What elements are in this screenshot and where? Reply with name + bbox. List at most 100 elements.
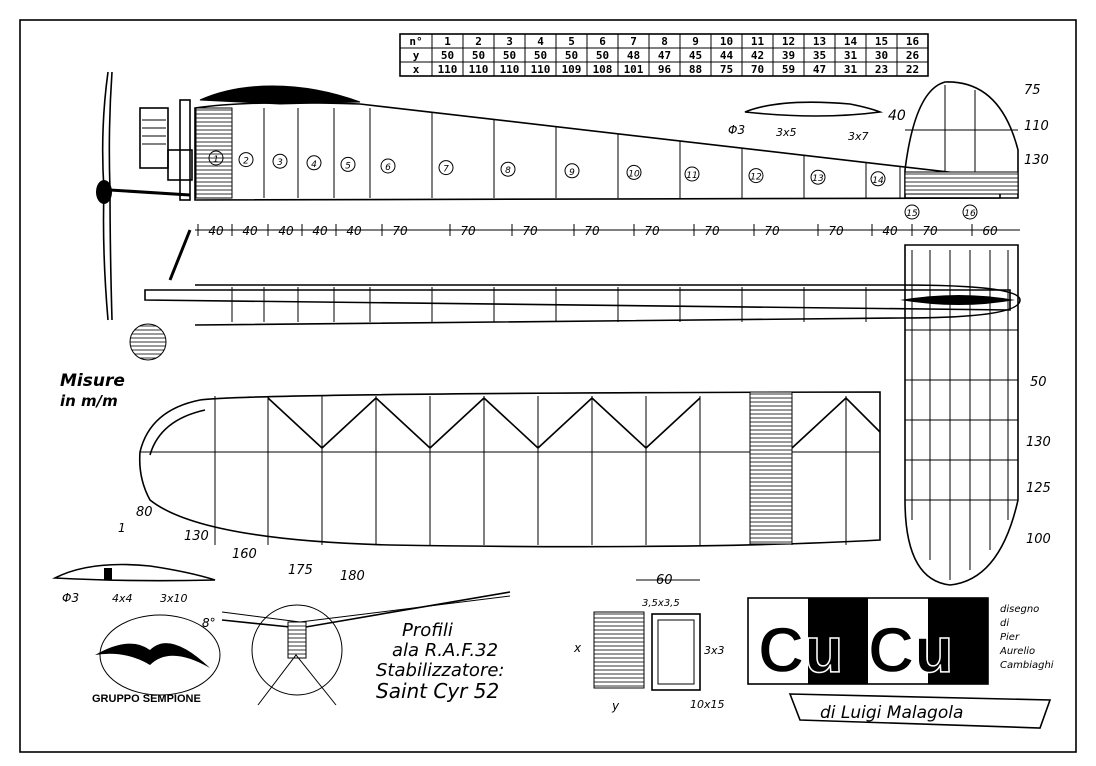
spacing-value: 70	[584, 224, 600, 238]
table-cell: 88	[689, 63, 702, 76]
cucu-logo: Cu Cu di Luigi Malagola	[747, 597, 1052, 729]
table-cell: 1	[444, 35, 451, 48]
bird-icon	[95, 643, 210, 668]
rib-marker	[564, 163, 580, 179]
logo-right: Cu	[868, 614, 953, 686]
table-cell: 5	[568, 35, 575, 48]
table-cell: 4	[537, 35, 544, 48]
rudder-dim-130: 130	[1024, 153, 1049, 168]
table-cell: 11	[751, 35, 765, 48]
designer-line2: di	[1000, 618, 1009, 629]
rib-marker	[962, 204, 978, 220]
rib-number: 15	[906, 209, 918, 219]
rib-number: 13	[812, 174, 824, 184]
table-cell: 110	[469, 63, 489, 76]
spacing-value: 70	[460, 224, 476, 238]
stab-profile-side: 40 3x5 3x7 Φ3	[728, 101, 906, 143]
table-cell: 47	[813, 63, 826, 76]
spacing-value: 70	[644, 224, 660, 238]
table-cell: 12	[782, 35, 795, 48]
table-cell: 50	[503, 49, 516, 62]
designer-line4: Aurelio	[999, 646, 1035, 657]
table-cell: 39	[782, 49, 795, 62]
rib-number: 11	[686, 171, 697, 181]
rib-number: 1	[213, 155, 219, 165]
propeller-icon	[96, 71, 113, 321]
table-cell: 13	[813, 35, 826, 48]
table-cell: 50	[596, 49, 609, 62]
table-frame	[399, 33, 929, 77]
rib-number: 8	[505, 166, 511, 176]
note-line3: Stabilizzatore:	[376, 660, 504, 681]
rib-marker	[306, 155, 322, 171]
profiles-note: Profili ala R.A.F.32 Stabilizzatore: Sai…	[376, 620, 504, 703]
rib-marker	[380, 158, 396, 174]
spacing-value: 40	[208, 224, 224, 238]
rib-marker	[870, 171, 886, 187]
dihedral-angle: 8°	[202, 616, 216, 630]
table-cell: 2	[475, 35, 482, 48]
table-cell: 50	[534, 49, 547, 62]
fuselage-dim-top: 3,5x3,5	[642, 598, 680, 609]
rib-number: 16	[964, 209, 976, 219]
fuselage-label-y: y	[611, 699, 620, 713]
fuselage-section: 60 x y 3,5x3,5 3x3 10x15	[573, 573, 725, 713]
rib-marker	[904, 204, 920, 220]
logo-banner: di Luigi Malagola	[820, 703, 963, 723]
rib-number: 3	[277, 158, 283, 168]
spacing-value: 40	[346, 224, 362, 238]
rib-number: 5	[345, 161, 351, 171]
logo-left: Cu	[758, 614, 843, 686]
spacing-value: 40	[242, 224, 258, 238]
table-cell: 45	[689, 49, 702, 62]
table-cell: 30	[875, 49, 888, 62]
wing-plan-view: 80 130 160 175 180	[136, 391, 881, 584]
wing-profile-black	[199, 85, 361, 105]
table-cell: 109	[562, 63, 582, 76]
rib-number: 2	[243, 157, 249, 167]
table-cell: 6	[599, 35, 606, 48]
engine	[109, 99, 193, 201]
table-cell: 31	[844, 49, 858, 62]
note-line2: ala R.A.F.32	[392, 640, 498, 661]
rib-number: 9	[569, 168, 575, 178]
table-cell: 47	[658, 49, 671, 62]
table-cell: 101	[624, 63, 644, 76]
wing-side-outline	[194, 101, 1001, 201]
units-line1: Misure	[60, 371, 125, 391]
rib-number: 14	[872, 176, 884, 186]
table-cell: 31	[844, 63, 858, 76]
stab-plan-dim-125: 125	[1026, 481, 1051, 496]
table-cell: 23	[875, 63, 888, 76]
spacing-value: 70	[522, 224, 538, 238]
spacing-value: 40	[312, 224, 328, 238]
rib-marker	[208, 150, 224, 166]
rudder-side-view: 75 110 130	[904, 81, 1049, 199]
spacing-value: 70	[704, 224, 720, 238]
profile-dim-3x10: 3x10	[160, 592, 188, 605]
rib-marker	[500, 161, 516, 177]
rib-number: 7	[443, 165, 449, 175]
rib-number: 10	[628, 169, 640, 179]
designer-line1: disegno	[1000, 604, 1039, 615]
fuselage-label-x: x	[573, 641, 582, 655]
table-cell: 50	[441, 49, 454, 62]
rib-number: 6	[385, 163, 391, 173]
front-view: 8°	[202, 591, 511, 706]
rib-marker	[748, 168, 764, 184]
wing-dim-80: 80	[136, 505, 153, 520]
designer-line5: Cambiaghi	[1000, 660, 1054, 671]
stab-dim-3x7: 3x7	[848, 130, 869, 143]
table-cell: 50	[472, 49, 485, 62]
stabilizer-plan-view: 50 130 125 100	[904, 244, 1051, 586]
club-name: GRUPPO SEMPIONE	[92, 693, 201, 705]
spacing-value: 70	[764, 224, 780, 238]
table-cell: n°	[409, 35, 422, 48]
designer-line3: Pier	[1000, 632, 1020, 643]
rudder-dim-110: 110	[1024, 119, 1049, 134]
table-cell: 16	[906, 35, 920, 48]
profile-dim-4x4: 4x4	[112, 592, 133, 605]
